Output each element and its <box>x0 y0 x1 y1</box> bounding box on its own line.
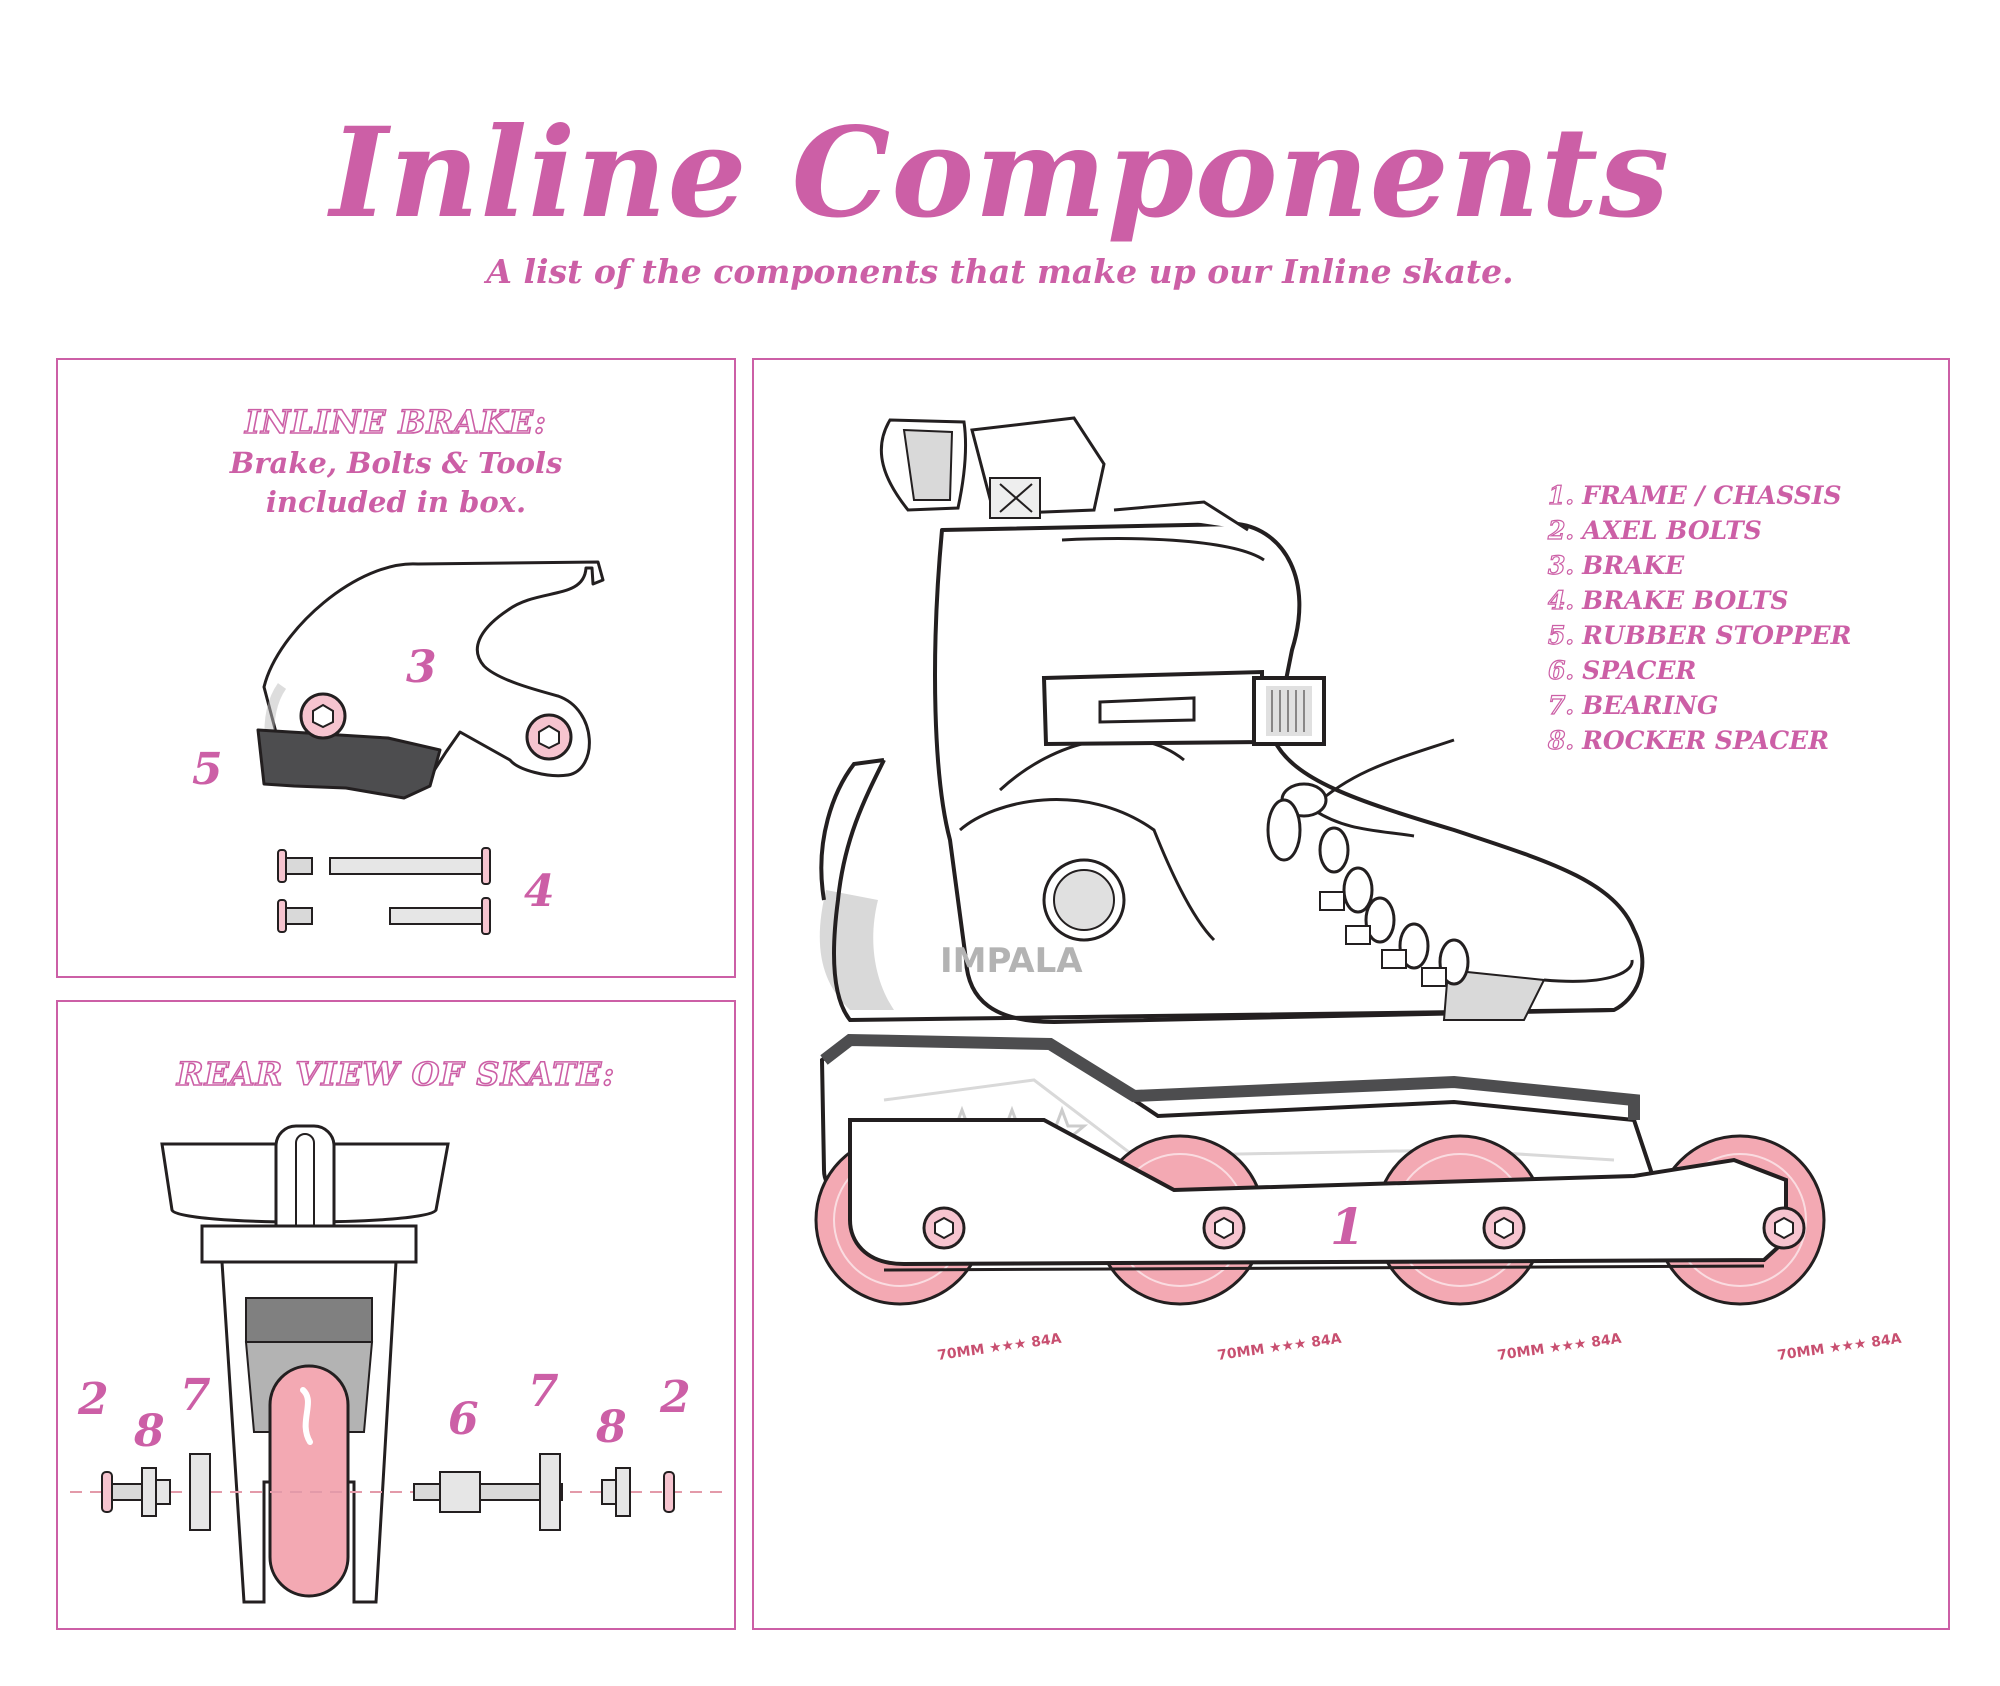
legend-label: AXEL BOLTS <box>1582 516 1762 545</box>
left-bearing <box>189 1453 211 1531</box>
left-axle-bolt-head <box>101 1471 113 1513</box>
legend-number: 5. <box>1547 620 1575 650</box>
rear-callout-left-2: 2 <box>77 1374 109 1425</box>
rear-view-illustration: 2 8 7 6 7 8 2 <box>70 1124 722 1604</box>
skate-panel: IMPALA <box>752 358 1950 1630</box>
frame-callout: 1 <box>1330 1197 1365 1256</box>
brake-callout: 3 <box>406 642 437 693</box>
legend-label: BRAKE BOLTS <box>1582 586 1789 615</box>
skate-illustration: IMPALA <box>814 416 1903 1364</box>
legend-item: 6.SPACER <box>1547 653 1928 688</box>
legend-item: 3.BRAKE <box>1547 548 1928 583</box>
left-axle-bolt <box>111 1483 143 1501</box>
legend-item: 1.FRAME / CHASSIS <box>1547 478 1928 513</box>
brake-illustration: 3 5 4 <box>192 560 605 935</box>
legend-number: 7. <box>1547 690 1575 720</box>
wheel-print-2: 70MM ★★★ 84A <box>1216 1331 1342 1364</box>
legend-number: 2. <box>1547 515 1575 545</box>
brake-panel-line2: included in box. <box>265 485 527 519</box>
rubber-stopper-callout: 5 <box>192 744 223 795</box>
brake-bolt-head-2 <box>525 713 573 761</box>
rear-view-panel: REAR VIEW OF SKATE: 2 8 7 6 7 <box>56 1000 736 1630</box>
left-rocker-spacer <box>141 1467 157 1517</box>
spacer <box>439 1471 481 1513</box>
brake-panel-heading: INLINE BRAKE: <box>244 403 547 441</box>
lace-eyelets <box>1319 891 1447 987</box>
legend-number: 8. <box>1547 725 1575 755</box>
legend-number: 1. <box>1547 480 1575 510</box>
rear-callout-right-8: 8 <box>595 1402 627 1453</box>
rear-callout-right-6: 6 <box>448 1394 479 1445</box>
brake-panel: INLINE BRAKE: Brake, Bolts & Tools inclu… <box>56 358 736 978</box>
legend-number: 3. <box>1547 550 1575 580</box>
legend-item: 8.ROCKER SPACER <box>1547 723 1928 758</box>
right-bearing <box>539 1453 561 1531</box>
legend-item: 7.BEARING <box>1547 688 1928 723</box>
brake-body <box>262 560 605 782</box>
brake-bolts <box>277 847 491 935</box>
page-subtitle: A list of the components that make up ou… <box>486 252 1514 291</box>
legend-item: 2.AXEL BOLTS <box>1547 513 1928 548</box>
page-title: Inline Components <box>330 101 1670 246</box>
wheel-print-4: 70MM ★★★ 84A <box>1776 1331 1902 1364</box>
legend-item: 4.BRAKE BOLTS <box>1547 583 1928 618</box>
components-legend: 1.FRAME / CHASSIS 2.AXEL BOLTS 3.BRAKE 4… <box>1547 478 1928 758</box>
right-rocker-spacer <box>601 1479 617 1505</box>
laces <box>1266 738 1470 986</box>
rear-wheel <box>268 1364 350 1598</box>
brake-bolts-callout: 4 <box>524 866 555 917</box>
legend-label: BEARING <box>1582 691 1719 720</box>
legend-number: 4. <box>1547 585 1575 615</box>
spacer-tube <box>413 1483 441 1501</box>
rear-view-heading: REAR VIEW OF SKATE: <box>176 1055 616 1093</box>
legend-label: ROCKER SPACER <box>1582 726 1829 755</box>
skate-brand: IMPALA <box>940 941 1083 981</box>
rear-callout-right-2: 2 <box>659 1372 691 1423</box>
legend-label: RUBBER STOPPER <box>1582 621 1852 650</box>
rubber-stopper <box>256 728 442 800</box>
legend-label: SPACER <box>1582 656 1697 685</box>
legend-number: 6. <box>1547 655 1575 685</box>
wheel-print-3: 70MM ★★★ 84A <box>1496 1331 1622 1364</box>
rear-callout-left-7: 7 <box>180 1370 211 1421</box>
legend-item: 5.RUBBER STOPPER <box>1547 618 1928 653</box>
brake-panel-line1: Brake, Bolts & Tools <box>229 446 563 480</box>
legend-label: FRAME / CHASSIS <box>1582 481 1842 510</box>
wheel-print-1: 70MM ★★★ 84A <box>936 1331 1062 1364</box>
rear-callout-right-7: 7 <box>528 1366 559 1417</box>
right-axle-bolt-head <box>663 1471 675 1513</box>
legend-label: BRAKE <box>1582 551 1685 580</box>
rear-callout-left-8: 8 <box>133 1406 165 1457</box>
brake-bolt-head-1 <box>299 692 347 740</box>
